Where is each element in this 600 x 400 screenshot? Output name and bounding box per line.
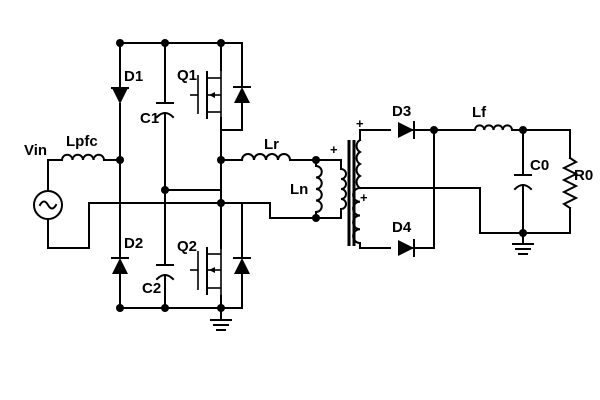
- mosfet-q1-icon: [190, 70, 222, 119]
- label-vin: Vin: [24, 142, 47, 159]
- inductor-lpfc-icon: [60, 153, 106, 162]
- ground-secondary-icon: [512, 243, 534, 255]
- wires: [47, 42, 571, 321]
- secondary-top-polarity-mark: +: [356, 116, 364, 131]
- label-d4: D4: [392, 219, 412, 236]
- label-q1: Q1: [177, 67, 197, 84]
- ac-source-icon: [33, 190, 63, 220]
- junction-dots: [116, 39, 527, 312]
- mosfet-q2-icon: [190, 247, 222, 296]
- diode-d4-icon: [398, 239, 415, 257]
- label-lf: Lf: [472, 104, 487, 121]
- label-c1: C1: [140, 110, 159, 127]
- inductor-ln-icon: [314, 164, 323, 214]
- component-labels: Vin Lpfc D1 D2 D3 D4 Q1 Q2 C1 C2 C0 Lr L…: [24, 67, 593, 297]
- label-c2: C2: [142, 280, 161, 297]
- transformer-icon: [339, 138, 362, 246]
- polarity-marks: + + +: [330, 116, 368, 205]
- diode-q1-body-icon: [233, 86, 251, 103]
- label-ln: Ln: [290, 181, 308, 198]
- inductor-lr-icon: [240, 153, 292, 162]
- label-lr: Lr: [264, 136, 279, 153]
- capacitor-c0-icon: [513, 174, 533, 191]
- diode-q2-body-icon: [233, 257, 251, 274]
- secondary-bottom-polarity-mark: +: [360, 190, 368, 205]
- resistor-r0-icon: [561, 156, 579, 210]
- diode-d2-icon: [111, 257, 129, 274]
- diode-d1-icon: [111, 87, 129, 104]
- label-c0: C0: [530, 157, 549, 174]
- label-r0: R0: [574, 167, 593, 184]
- label-d1: D1: [124, 68, 143, 85]
- diode-d3-icon: [398, 121, 415, 139]
- ground-primary-icon: [210, 319, 232, 331]
- label-q2: Q2: [177, 238, 197, 255]
- label-d2: D2: [124, 235, 143, 252]
- capacitor-c1-icon: [155, 102, 175, 119]
- label-lpfc: Lpfc: [66, 133, 98, 150]
- primary-polarity-mark: +: [330, 142, 338, 157]
- inductor-lf-icon: [473, 124, 514, 132]
- capacitor-c2-icon: [155, 264, 175, 281]
- label-d3: D3: [392, 103, 411, 120]
